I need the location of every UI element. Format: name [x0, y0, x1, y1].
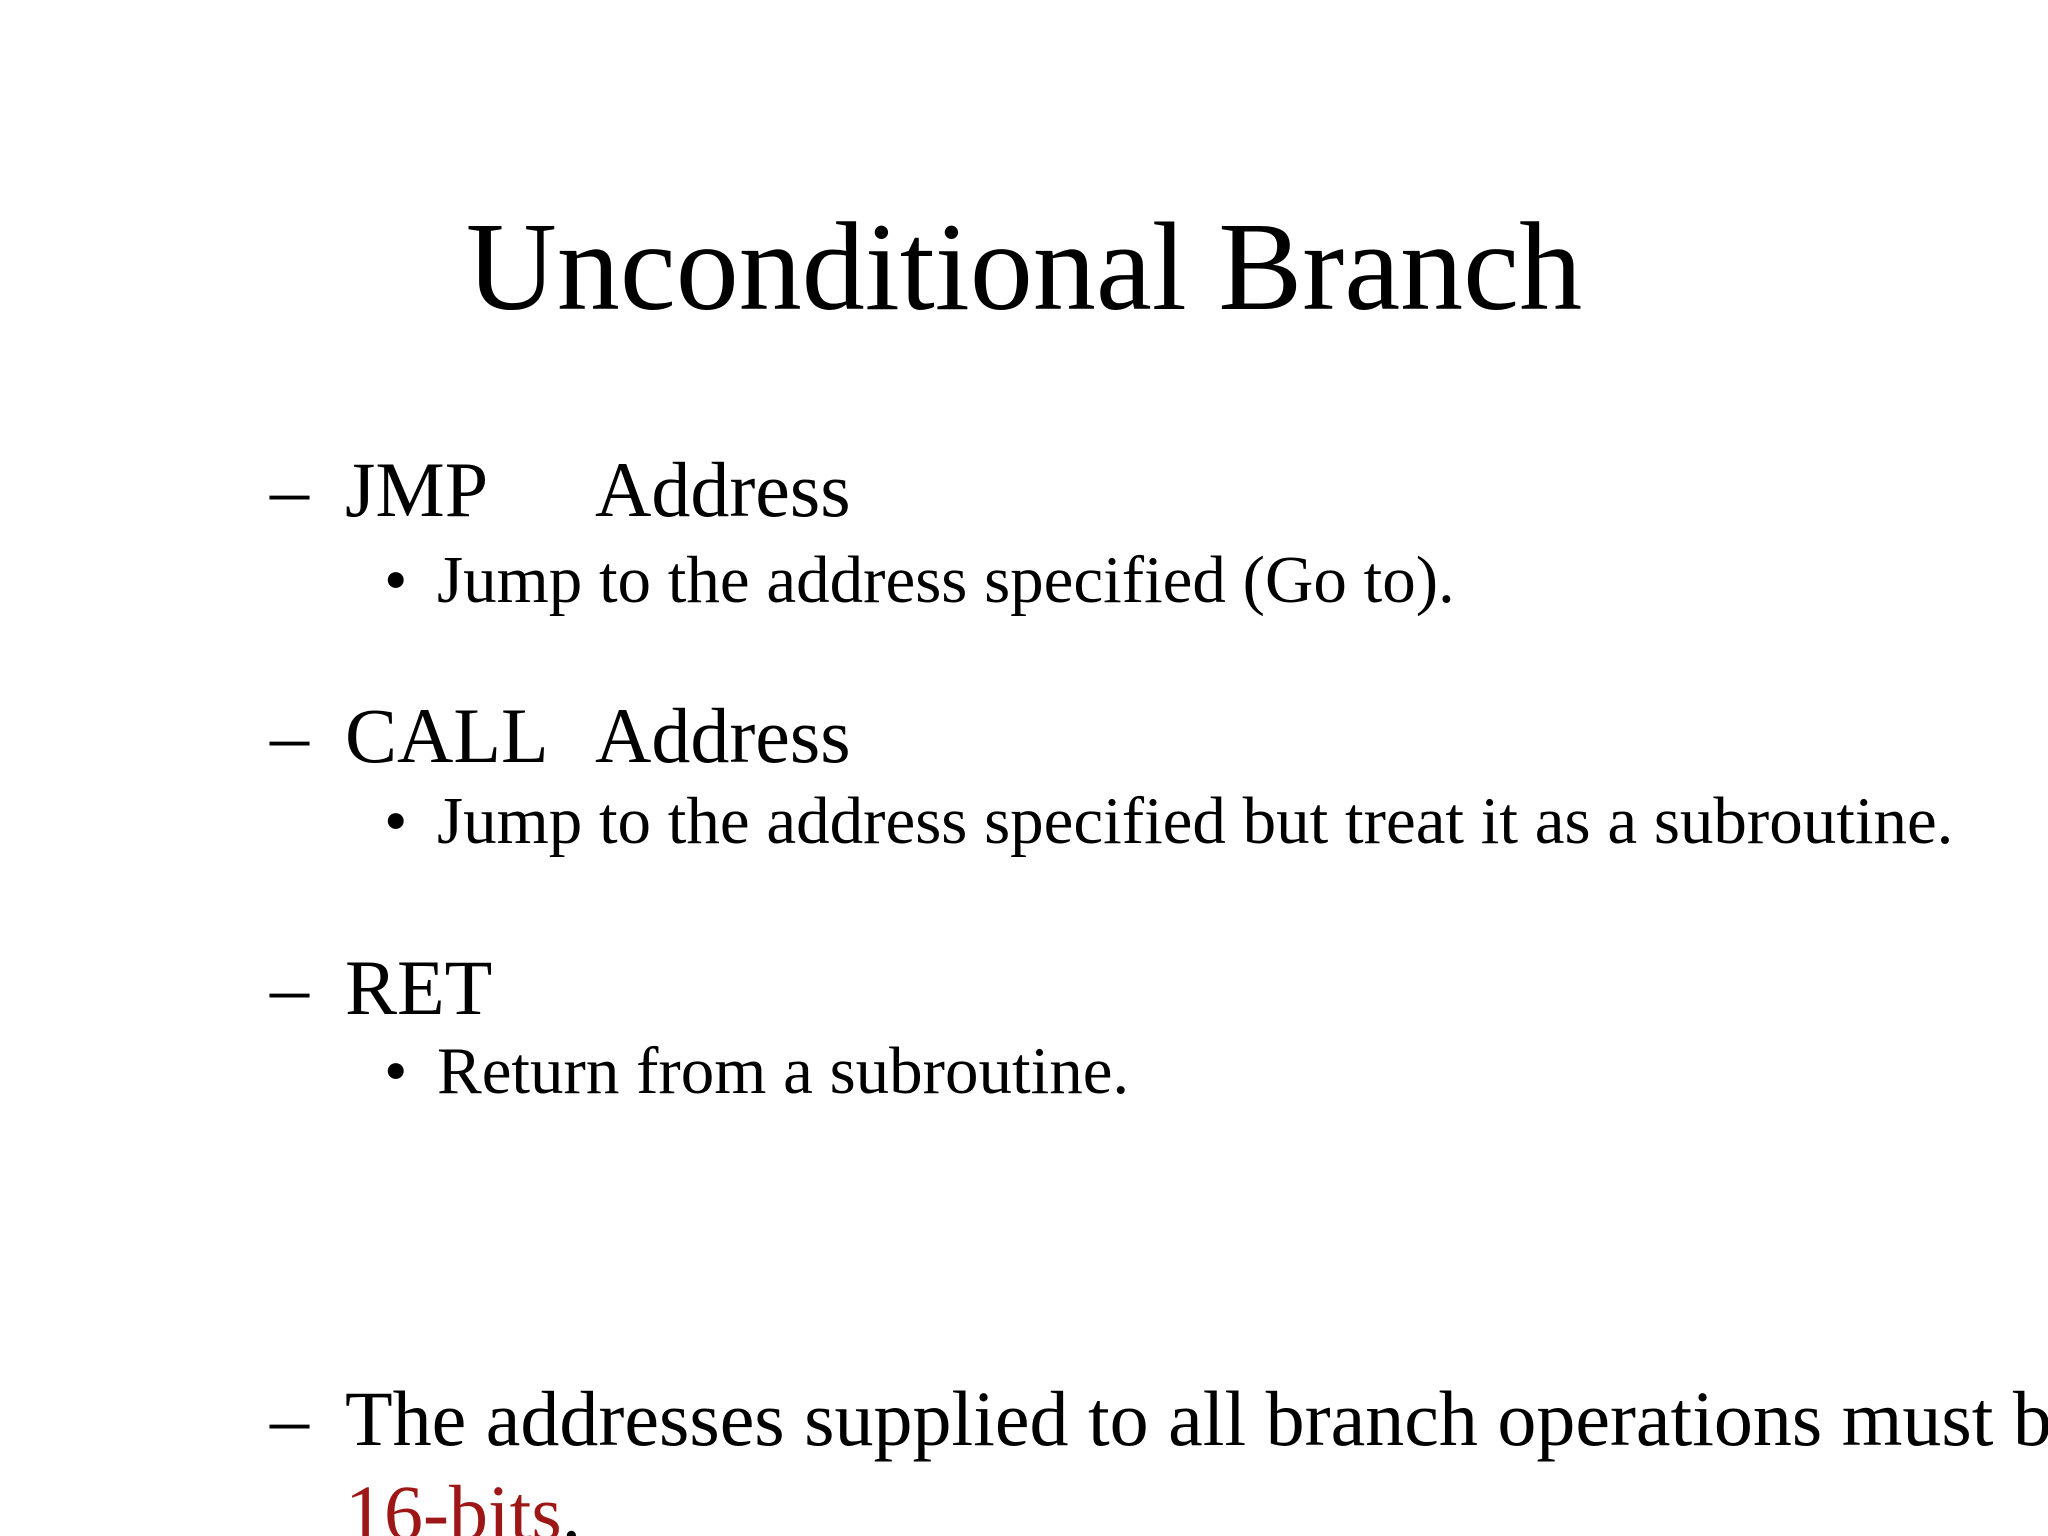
subbullet-ret-text: Return from a subroutine.	[437, 1034, 1130, 1108]
note-highlight: 16-bits	[345, 1468, 562, 1536]
dash-bullet-icon: –	[270, 692, 309, 779]
dot-bullet-icon: •	[384, 1034, 408, 1108]
bullet-ret-text: RET	[345, 941, 595, 1035]
jmp-mnemonic: JMP	[345, 446, 489, 533]
bullet-call-text: CALL Address	[345, 689, 851, 783]
bullet-call: – CALL Address	[270, 689, 851, 783]
bullet-ret: – RET	[270, 941, 595, 1035]
dash-bullet-icon: –	[270, 1375, 309, 1462]
bullet-note: – The addresses supplied to all branch o…	[270, 1372, 2048, 1536]
subbullet-call-text: Jump to the address specified but treat …	[437, 784, 1954, 858]
call-mnemonic: CALL	[345, 692, 549, 779]
jmp-operand: Address	[595, 446, 851, 533]
dot-bullet-icon: •	[384, 543, 408, 617]
bullet-jmp: – JMP Address	[270, 443, 851, 537]
subbullet-jmp-text: Jump to the address specified (Go to).	[437, 543, 1455, 617]
dot-bullet-icon: •	[384, 784, 408, 858]
dash-bullet-icon: –	[270, 446, 309, 533]
subbullet-ret: • Return from a subroutine.	[384, 1031, 1129, 1111]
ret-mnemonic: RET	[345, 944, 493, 1031]
subbullet-call: • Jump to the address specified but trea…	[384, 781, 1953, 861]
call-operand: Address	[595, 692, 851, 779]
bullet-note-text: The addresses supplied to all branch ope…	[345, 1372, 2048, 1536]
note-suffix: .	[561, 1468, 582, 1536]
slide-title: Unconditional Branch	[465, 198, 1583, 337]
bullet-jmp-text: JMP Address	[345, 443, 851, 537]
note-line1: The addresses supplied to all branch ope…	[345, 1375, 2048, 1462]
dash-bullet-icon: –	[270, 944, 309, 1031]
note-line2: 16-bits.	[345, 1466, 1945, 1536]
subbullet-jmp: • Jump to the address specified (Go to).	[384, 540, 1455, 620]
